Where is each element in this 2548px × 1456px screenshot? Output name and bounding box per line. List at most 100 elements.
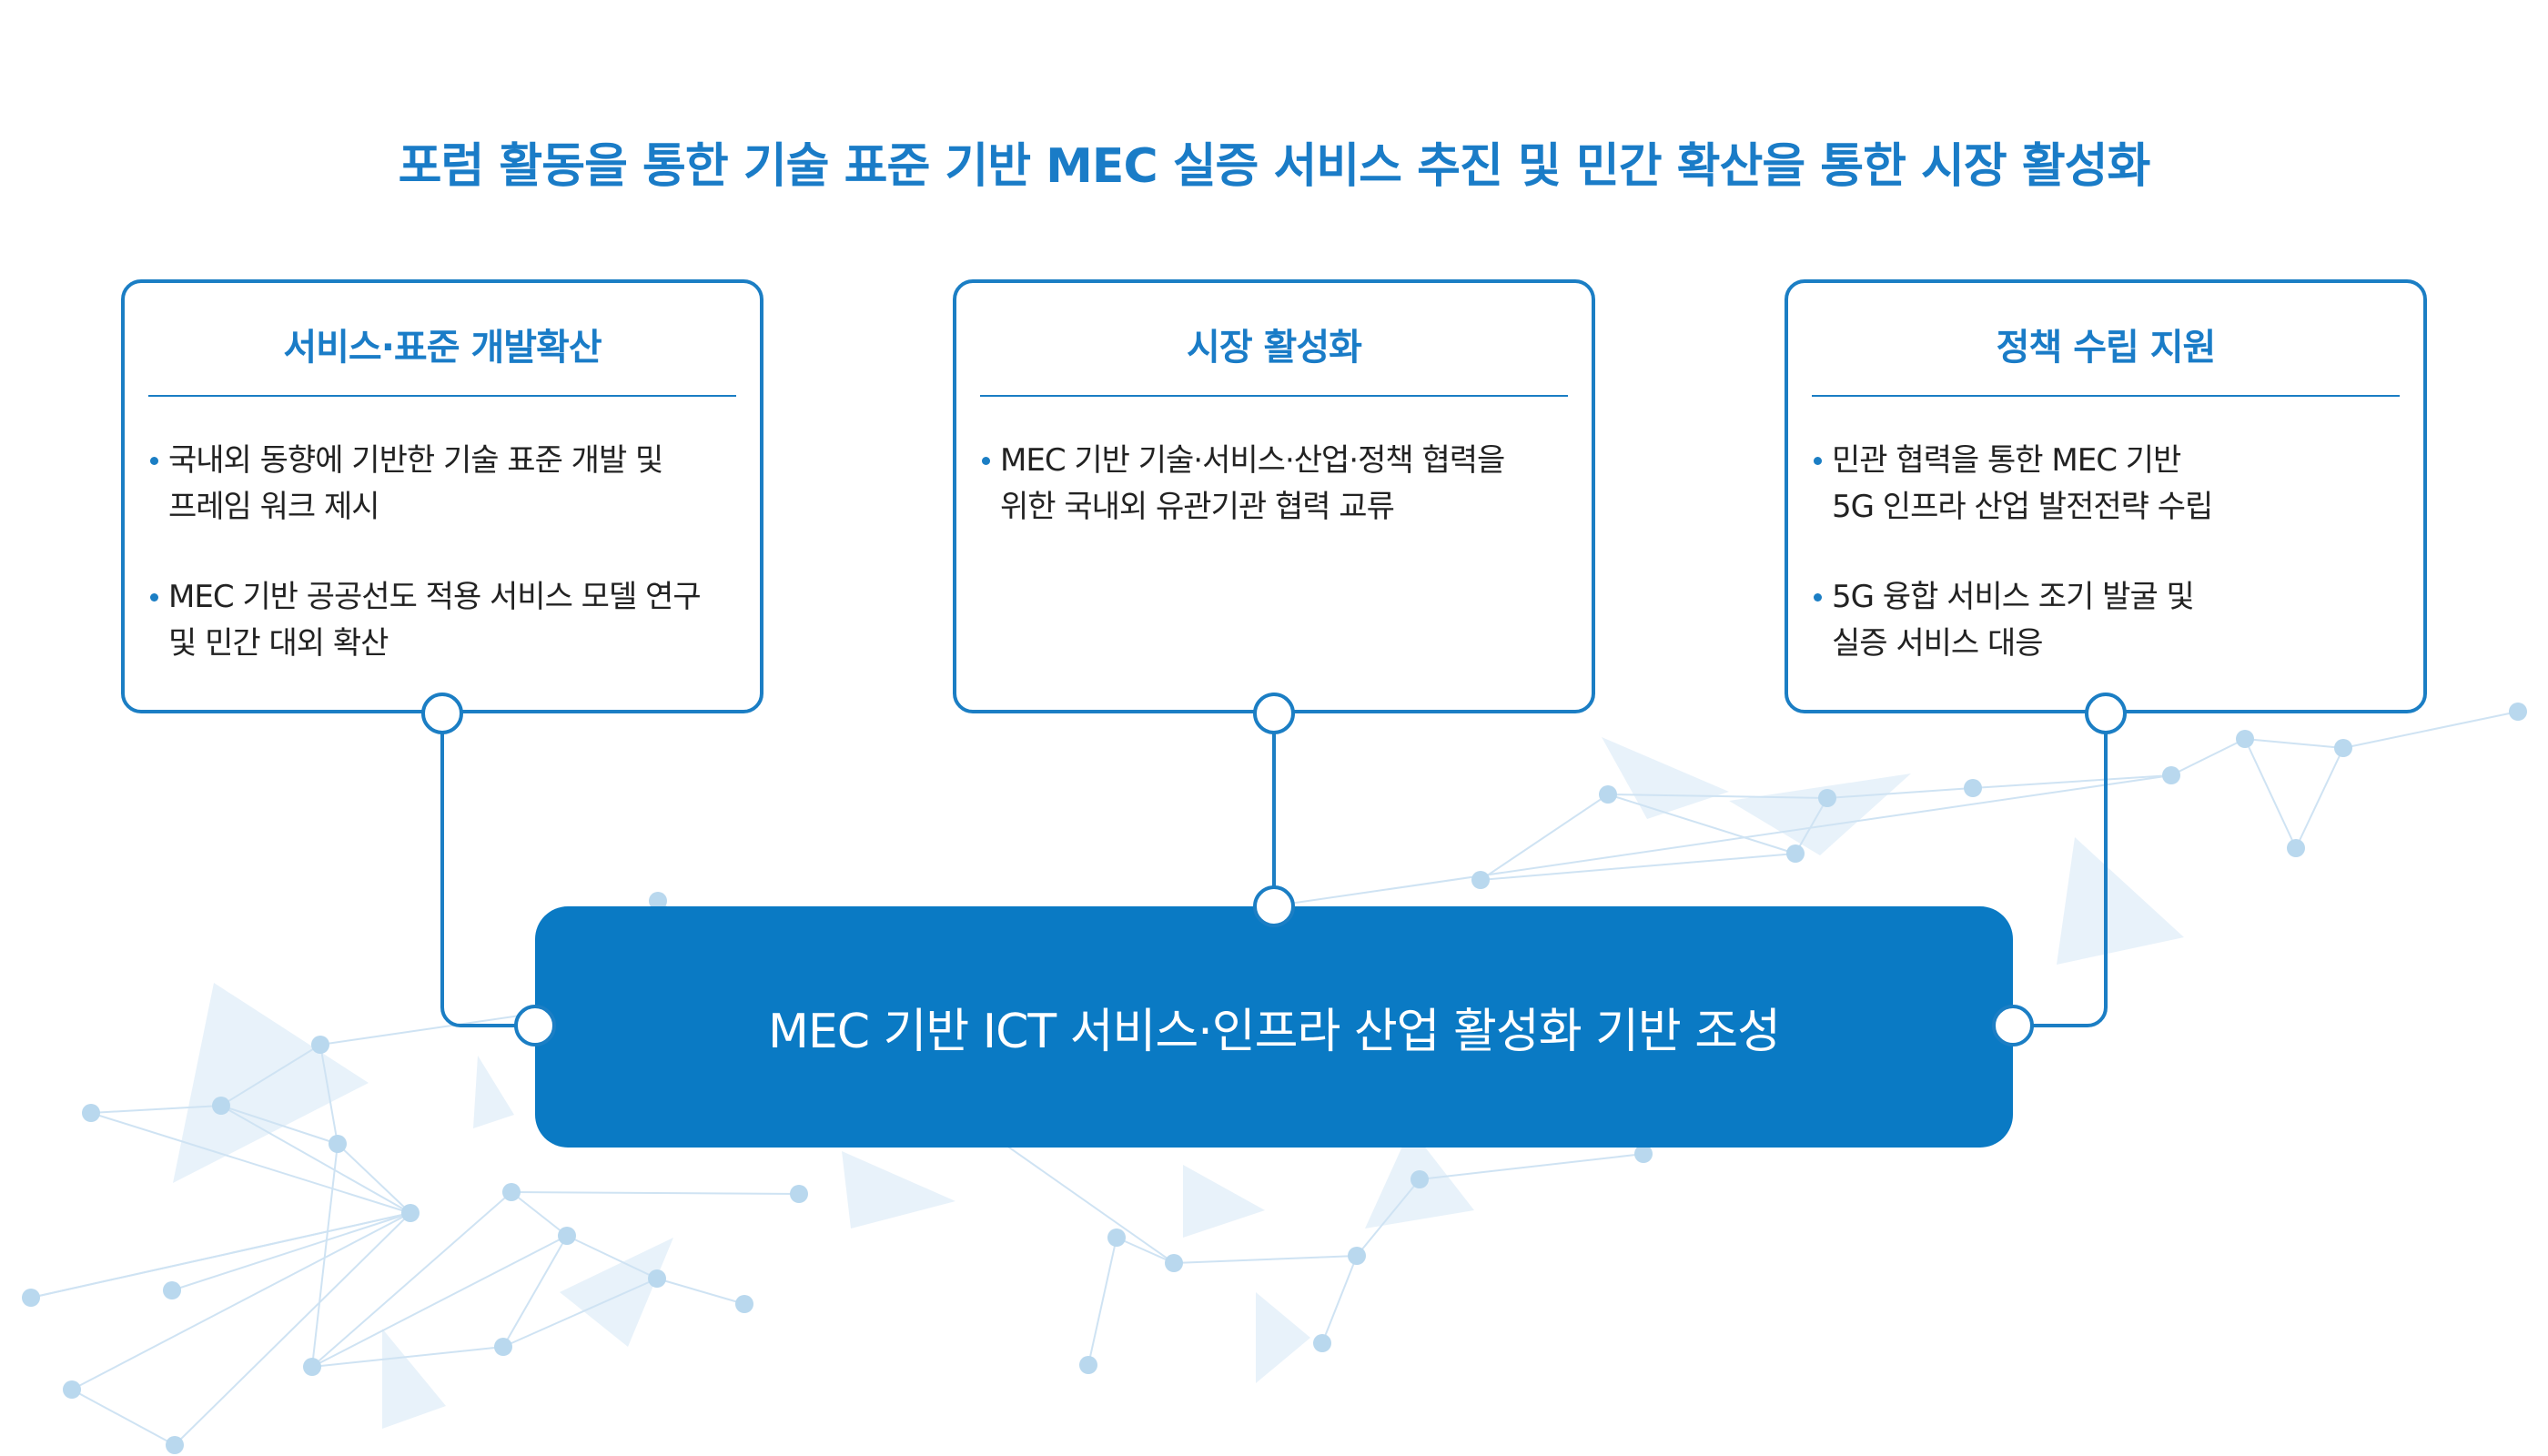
list-item: 국내외 동향에 기반한 기술 표준 개발 및 프레임 워크 제시 (148, 438, 745, 531)
network-triangle (1602, 737, 1729, 819)
network-edge (220, 1044, 321, 1107)
card-list: MEC 기반 기술·서비스·산업·정책 협력을 위한 국내외 유관기관 협력 교… (980, 438, 1577, 574)
headline: 포럼 활동을 통한 기술 표준 기반 MEC 실증 서비스 추진 및 민간 확산… (398, 139, 2151, 194)
card-list: 민관 협력을 통한 MEC 기반 5G 인프라 산업 발전전략 수립 5G 융합… (1812, 438, 2409, 711)
card-list: 국내외 동향에 기반한 기술 표준 개발 및 프레임 워크 제시 MEC 기반 … (148, 438, 745, 711)
network-edge (1173, 1255, 1358, 1264)
network-edge (502, 1235, 568, 1348)
network-edge (511, 1191, 568, 1237)
node-card-center (1253, 693, 1295, 734)
network-edge (1321, 1255, 1358, 1344)
network-triangle (1729, 774, 1911, 855)
bullet-dot-icon (150, 457, 158, 465)
network-triangle (173, 983, 369, 1183)
network-triangle (1183, 1165, 1265, 1238)
network-edge (1087, 1237, 1117, 1366)
network-node (1634, 1145, 1653, 1163)
network-edge (2244, 738, 2297, 849)
network-node (163, 1281, 181, 1299)
network-node (1599, 785, 1617, 804)
list-item: MEC 기반 기술·서비스·산업·정책 협력을 위한 국내외 유관기관 협력 교… (980, 438, 1577, 531)
network-triangle (473, 1056, 514, 1128)
network-edge (511, 1191, 800, 1195)
network-node (2334, 739, 2352, 757)
network-node (22, 1289, 40, 1307)
network-edge (1607, 794, 1828, 799)
network-node (1348, 1247, 1366, 1265)
bullet-dot-icon (150, 593, 158, 602)
network-edge (2244, 738, 2344, 749)
card-title: 서비스·표준 개발확산 (283, 327, 602, 369)
network-edge (1116, 1237, 1175, 1264)
list-item-line: 민관 협력을 통한 MEC 기반 (1832, 442, 2181, 479)
network-edge (220, 1105, 339, 1145)
card-policy-support: 정책 수립 지원 민관 협력을 통한 MEC 기반 5G 인프라 산업 발전전략… (1785, 279, 2427, 713)
network-edge (311, 1235, 568, 1368)
node-core-right (1992, 1005, 2034, 1046)
connector-right (2013, 733, 2108, 1027)
network-edge (71, 1212, 411, 1390)
network-edge (220, 1105, 411, 1214)
list-item-line: MEC 기반 기술·서비스·산업·정책 협력을 (1000, 442, 1505, 479)
network-triangle (560, 1238, 673, 1347)
network-triangle (1256, 1292, 1310, 1383)
list-item-line: 프레임 워크 제시 (168, 489, 380, 525)
network-edge (566, 1235, 658, 1279)
card-divider (980, 395, 1568, 397)
network-edge (502, 1278, 658, 1348)
core-goal-text: MEC 기반 ICT 서비스·인프라 산업 활성화 기반 조성 (768, 1005, 1781, 1059)
network-node (1165, 1254, 1183, 1272)
node-card-left (421, 693, 463, 734)
network-node (329, 1135, 347, 1153)
network-node (1410, 1170, 1429, 1188)
network-edge (2170, 738, 2246, 776)
network-edge (1480, 853, 1796, 881)
network-edge (311, 1191, 512, 1368)
network-edge (1419, 1153, 1644, 1180)
network-edge (174, 1212, 411, 1446)
network-node (1786, 844, 1805, 863)
network-edge (1826, 787, 1974, 799)
network-edge (311, 1346, 504, 1368)
list-item-line: 5G 인프라 산업 발전전략 수립 (1832, 489, 2213, 525)
bullet-dot-icon (1814, 593, 1822, 602)
network-node (502, 1183, 521, 1201)
node-core-top (1253, 885, 1295, 927)
network-node (2509, 703, 2527, 721)
network-node (1079, 1356, 1097, 1374)
network-edge (171, 1212, 411, 1291)
card-title: 시장 활성화 (1187, 327, 1362, 369)
network-node (63, 1380, 81, 1399)
network-edge (337, 1143, 411, 1214)
connector-left (440, 733, 535, 1027)
network-node (82, 1104, 100, 1122)
network-node (558, 1227, 576, 1245)
network-node (2162, 766, 2180, 784)
network-node (649, 892, 667, 910)
network-edge (30, 1212, 411, 1299)
network-node (648, 1269, 666, 1288)
network-edge (1356, 1178, 1421, 1257)
network-node (2287, 839, 2305, 857)
list-item: 민관 협력을 통한 MEC 기반 5G 인프라 산업 발전전략 수립 (1812, 438, 2409, 531)
network-node (735, 1295, 753, 1313)
card-service-standard: 서비스·표준 개발확산 국내외 동향에 기반한 기술 표준 개발 및 프레임 워… (121, 279, 763, 713)
card-title: 정책 수립 지원 (1996, 327, 2217, 369)
network-edge (2342, 711, 2519, 749)
list-item-line: 및 민간 대외 확산 (168, 625, 389, 662)
network-triangle (382, 1329, 446, 1429)
card-market-activation: 시장 활성화 MEC 기반 기술·서비스·산업·정책 협력을 위한 국내외 유관… (953, 279, 1595, 713)
network-edge (319, 1044, 339, 1145)
node-card-right (2085, 693, 2127, 734)
node-core-left (514, 1005, 556, 1046)
network-node (311, 1036, 329, 1054)
network-triangle (2057, 837, 2184, 965)
network-node (494, 1338, 512, 1356)
network-node (2236, 730, 2254, 748)
network-node (1107, 1228, 1126, 1247)
bullet-dot-icon (1814, 457, 1822, 465)
network-edge (90, 1105, 222, 1114)
network-node (1471, 871, 1490, 889)
network-edge (1795, 797, 1828, 854)
